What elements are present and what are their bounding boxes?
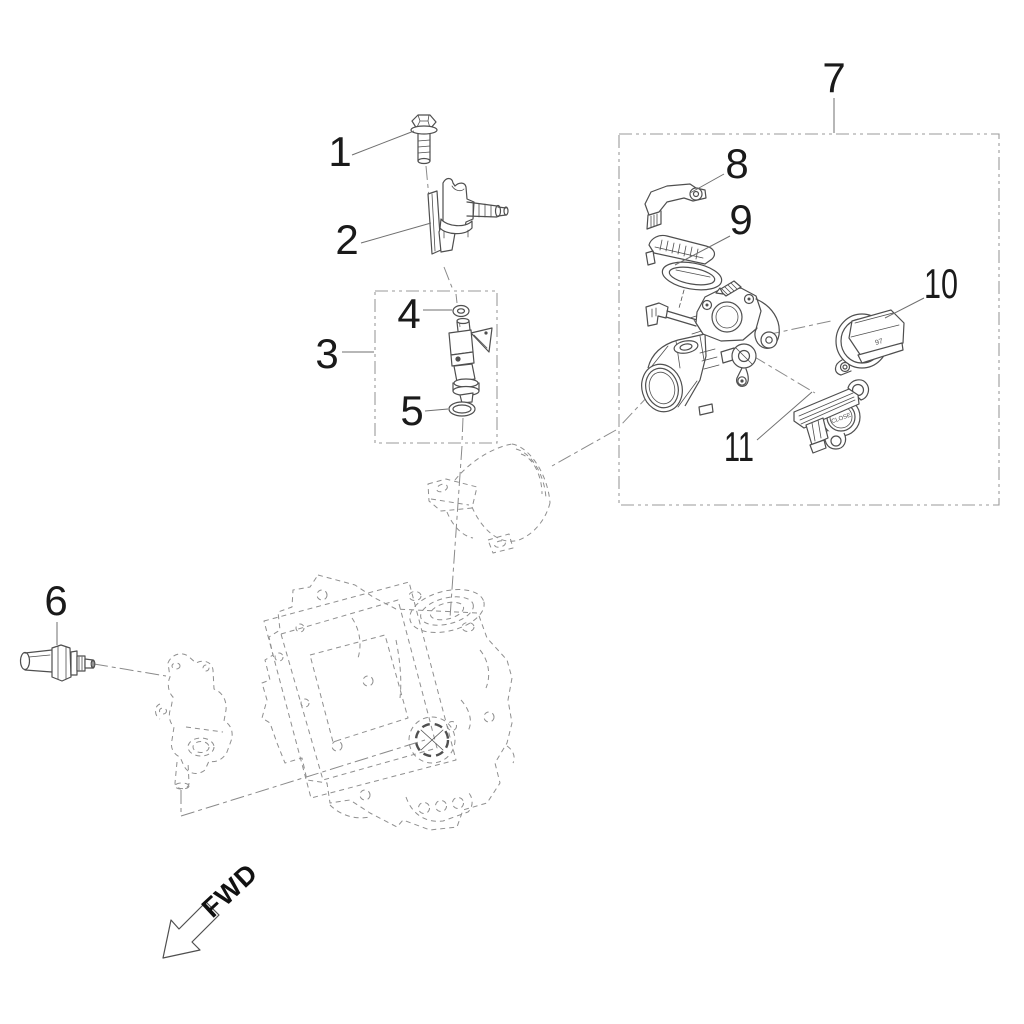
part-11-throttle-position-sensor: CLOSE: [793, 379, 870, 454]
centerline-throttle-to-pipe: [551, 393, 651, 467]
callout-10[interactable]: 10: [924, 260, 958, 307]
callout-3[interactable]: 3: [315, 330, 338, 377]
callout-2[interactable]: 2: [335, 216, 358, 263]
intake-pipe-reference: [427, 443, 551, 554]
engine-cylinder-head-reference: [261, 574, 515, 831]
fwd-arrow-icon: [162, 901, 220, 959]
fwd-label: FWD: [196, 857, 264, 923]
throttle-body: [641, 280, 780, 416]
centerline-sensor-10: [765, 320, 832, 336]
part-10-sensor: 97: [834, 309, 905, 376]
centerline-sensor-11: [752, 355, 816, 394]
fuel-injector: [448, 317, 493, 404]
callout-7[interactable]: 7: [822, 54, 845, 101]
assembly-box-3: [374, 290, 498, 444]
leader-lines: [56, 98, 925, 645]
part-1-flange-bolt: [410, 114, 438, 165]
centerline-temp-sensor: [93, 663, 426, 817]
callout-11[interactable]: 11: [724, 423, 754, 470]
part-2-injector-joint: [427, 177, 509, 255]
part-5-o-ring: [448, 401, 476, 417]
part-4-seal-ring: [452, 304, 470, 318]
assembly-box-7: [618, 133, 1000, 506]
callout-5[interactable]: 5: [400, 387, 423, 434]
sensor-code-marking: 97: [874, 338, 883, 347]
sensor-port: [408, 716, 456, 764]
callout-8[interactable]: 8: [725, 140, 748, 187]
callout-1[interactable]: 1: [328, 128, 351, 175]
part-8-bracket: [644, 183, 707, 230]
thermostat-housing-reference: [155, 653, 233, 790]
callout-4[interactable]: 4: [397, 290, 420, 337]
part-6-temperature-sensor: [19, 644, 96, 682]
fwd-direction-indicator: FWD: [162, 857, 264, 959]
callout-6[interactable]: 6: [44, 577, 67, 624]
part-9-connector-cap: [645, 234, 723, 309]
callout-9[interactable]: 9: [729, 196, 752, 243]
intake-port-pad: [409, 589, 485, 633]
